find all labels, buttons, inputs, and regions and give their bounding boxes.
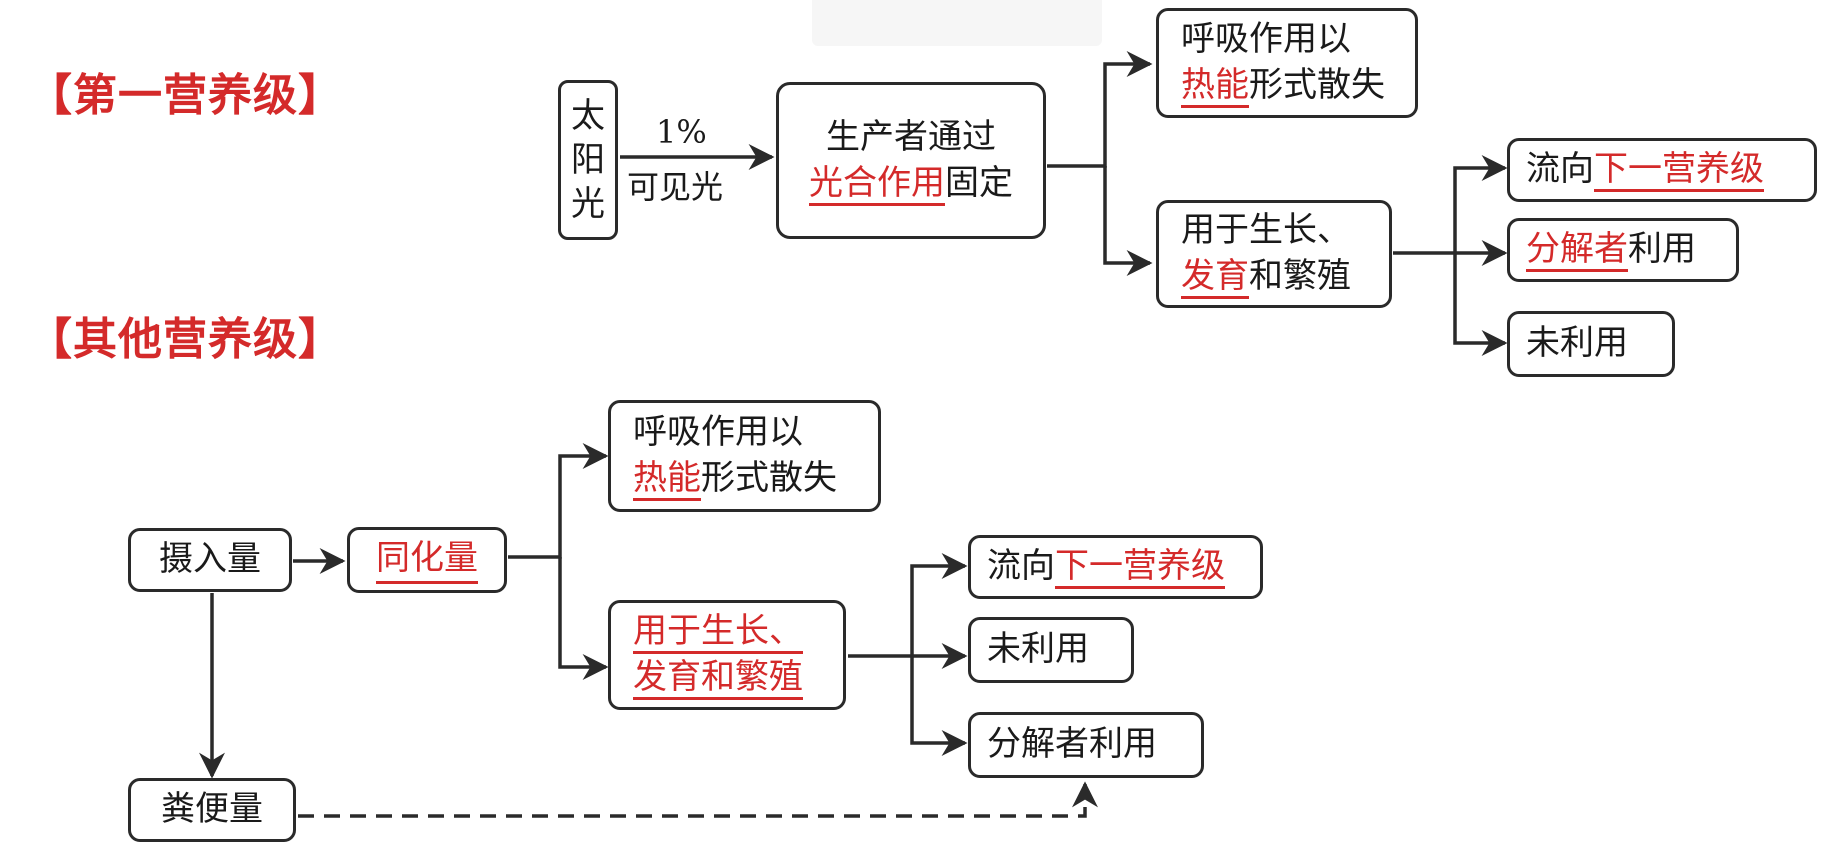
resp-bottom-heat: 热能 <box>633 458 701 501</box>
resp-bottom-line2: 热能形式散失 <box>633 456 837 502</box>
growth-top-line1: 用于生长、 <box>1181 210 1351 251</box>
producer-fixed: 固定 <box>945 162 1013 203</box>
box-respiration-heat-bottom: 呼吸作用以 热能形式散失 <box>608 400 881 512</box>
unused-bottom-label: 未利用 <box>987 629 1089 670</box>
growth-bottom-line2: 发育和繁殖 <box>633 655 803 701</box>
box-decomposer-bottom: 分解者利用 <box>968 712 1204 778</box>
arrow-feces-to-decomposer-dashed <box>298 781 1098 818</box>
box-growth-top: 用于生长、 发育和繁殖 <box>1156 200 1392 308</box>
video-overlay-bar <box>812 0 1102 46</box>
arrow-producer-to-growth <box>1103 166 1153 276</box>
arrow-growth-to-unused <box>1453 253 1508 356</box>
arrow-growth-to-next-level <box>1393 155 1508 255</box>
next-top-line: 流向下一营养级 <box>1526 147 1764 193</box>
growth-bottom-red2: 发育和繁殖 <box>633 657 803 700</box>
growth-top-line2: 发育和繁殖 <box>1181 254 1351 300</box>
box-next-level-bottom: 流向下一营养级 <box>968 535 1263 599</box>
producer-line2: 光合作用固定 <box>809 161 1013 207</box>
next-bottom-line: 流向下一营养级 <box>987 544 1225 590</box>
growth-top-rest: 和繁殖 <box>1249 256 1351 296</box>
label-visible-light: 可见光 <box>627 168 724 206</box>
resp-top-line1: 呼吸作用以 <box>1181 19 1351 60</box>
resp-top-heat: 热能 <box>1181 65 1249 108</box>
decomp-top-line: 分解者利用 <box>1526 227 1696 273</box>
box-unused-bottom: 未利用 <box>968 617 1134 683</box>
heading-first-trophic-level: 【第一营养级】 <box>28 70 343 121</box>
decomp-top-rest: 利用 <box>1628 229 1696 270</box>
box-feces: 粪便量 <box>128 778 296 842</box>
resp-top-rest: 形式散失 <box>1249 65 1385 105</box>
producer-line1: 生产者通过 <box>826 116 996 157</box>
unused-top-label: 未利用 <box>1526 323 1628 364</box>
feces-label: 粪便量 <box>161 789 263 830</box>
arrow-assimilation-to-growth <box>558 557 609 680</box>
heading-other-trophic-levels: 【其他营养级】 <box>28 314 343 365</box>
next-bottom-prefix: 流向 <box>987 546 1055 587</box>
arrow-producer-to-respiration <box>1047 51 1153 168</box>
producer-photosynthesis: 光合作用 <box>809 162 945 206</box>
assimilation-label: 同化量 <box>376 536 478 585</box>
box-assimilation: 同化量 <box>347 527 507 593</box>
sunlight-char-3: 光 <box>571 184 605 225</box>
resp-top-line2: 热能形式散失 <box>1181 63 1385 109</box>
next-bottom-level: 下一营养级 <box>1055 546 1225 590</box>
growth-top-development: 发育 <box>1181 256 1249 299</box>
label-one-percent: 1% <box>656 113 707 151</box>
box-unused-top: 未利用 <box>1507 311 1675 377</box>
box-growth-bottom: 用于生长、 发育和繁殖 <box>608 600 846 710</box>
decomp-top-red: 分解者 <box>1526 229 1628 273</box>
arrow-growth2-to-next-level <box>848 553 968 658</box>
box-intake: 摄入量 <box>128 528 292 592</box>
arrow-assimilation-to-respiration <box>508 443 609 559</box>
resp-bottom-line1: 呼吸作用以 <box>633 412 803 453</box>
box-respiration-heat-top: 呼吸作用以 热能形式散失 <box>1156 8 1418 118</box>
intake-label: 摄入量 <box>159 539 261 580</box>
resp-bottom-rest: 形式散失 <box>701 458 837 498</box>
sunlight-char-2: 阳 <box>571 139 605 180</box>
box-sunlight: 太 阳 光 <box>558 80 618 240</box>
arrow-growth2-to-decomposer <box>910 656 968 756</box>
box-producer-fixation: 生产者通过 光合作用固定 <box>776 82 1046 239</box>
next-top-level: 下一营养级 <box>1594 149 1764 193</box>
growth-bottom-line1: 用于生长、 <box>633 609 803 655</box>
box-decomposer-top: 分解者利用 <box>1507 218 1739 282</box>
sunlight-char-1: 太 <box>571 95 605 136</box>
growth-bottom-red1: 用于生长、 <box>633 611 803 655</box>
box-next-level-top: 流向下一营养级 <box>1507 138 1817 202</box>
decomp-bottom-label: 分解者利用 <box>987 724 1157 765</box>
next-top-prefix: 流向 <box>1526 149 1594 190</box>
